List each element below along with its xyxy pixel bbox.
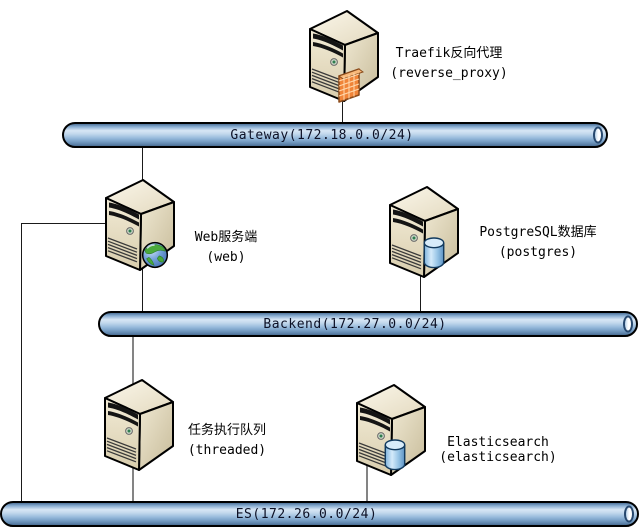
edge-reverse-proxy-gateway xyxy=(342,100,343,126)
node-title: Elasticsearch xyxy=(447,435,549,450)
node-title: 任务执行队列 xyxy=(187,423,266,438)
node-label-reverse-proxy: Traefik反向代理 (reverse_proxy) xyxy=(339,44,559,84)
edge-web-backend xyxy=(142,266,143,313)
node-label-postgres: PostgreSQL数据库 (postgres) xyxy=(428,223,641,263)
edge-backend-threaded xyxy=(132,336,134,386)
pipe-end-cap xyxy=(623,315,633,333)
network-es-label: ES(172.26.0.0/24) xyxy=(235,506,378,522)
edge-web-es-vertical xyxy=(21,223,22,504)
network-backend-label: Backend(172.27.0.0/24) xyxy=(263,316,447,332)
node-id: (elasticsearch) xyxy=(439,450,557,465)
node-id: (threaded) xyxy=(187,443,267,458)
edge-web-es-horizontal xyxy=(21,223,109,224)
network-gateway: Gateway(172.18.0.0/24) xyxy=(62,122,608,148)
pipe-end-cap xyxy=(624,505,634,523)
node-label-threaded: 任务执行队列 (threaded) xyxy=(117,421,337,461)
node-label-web: Web服务端 (web) xyxy=(116,228,336,268)
edge-elasticsearch-es xyxy=(366,465,368,503)
network-backend: Backend(172.27.0.0/24) xyxy=(98,311,638,337)
network-gateway-label: Gateway(172.18.0.0/24) xyxy=(230,127,414,143)
network-es: ES(172.26.0.0/24) xyxy=(0,501,639,527)
pipe-end-cap xyxy=(593,126,603,144)
edge-postgres-backend xyxy=(420,266,421,313)
node-title: PostgreSQL数据库 xyxy=(479,225,597,240)
node-label-elasticsearch: Elasticsearch (elasticsearch) xyxy=(388,435,608,465)
node-id: (web) xyxy=(206,250,246,265)
edge-web-gateway xyxy=(142,146,143,182)
node-id: (reverse_proxy) xyxy=(390,66,508,81)
node-id: (postgres) xyxy=(498,245,578,260)
node-title: Web服务端 xyxy=(194,230,258,245)
node-title: Traefik反向代理 xyxy=(395,46,503,61)
edge-threaded-es xyxy=(132,466,134,503)
